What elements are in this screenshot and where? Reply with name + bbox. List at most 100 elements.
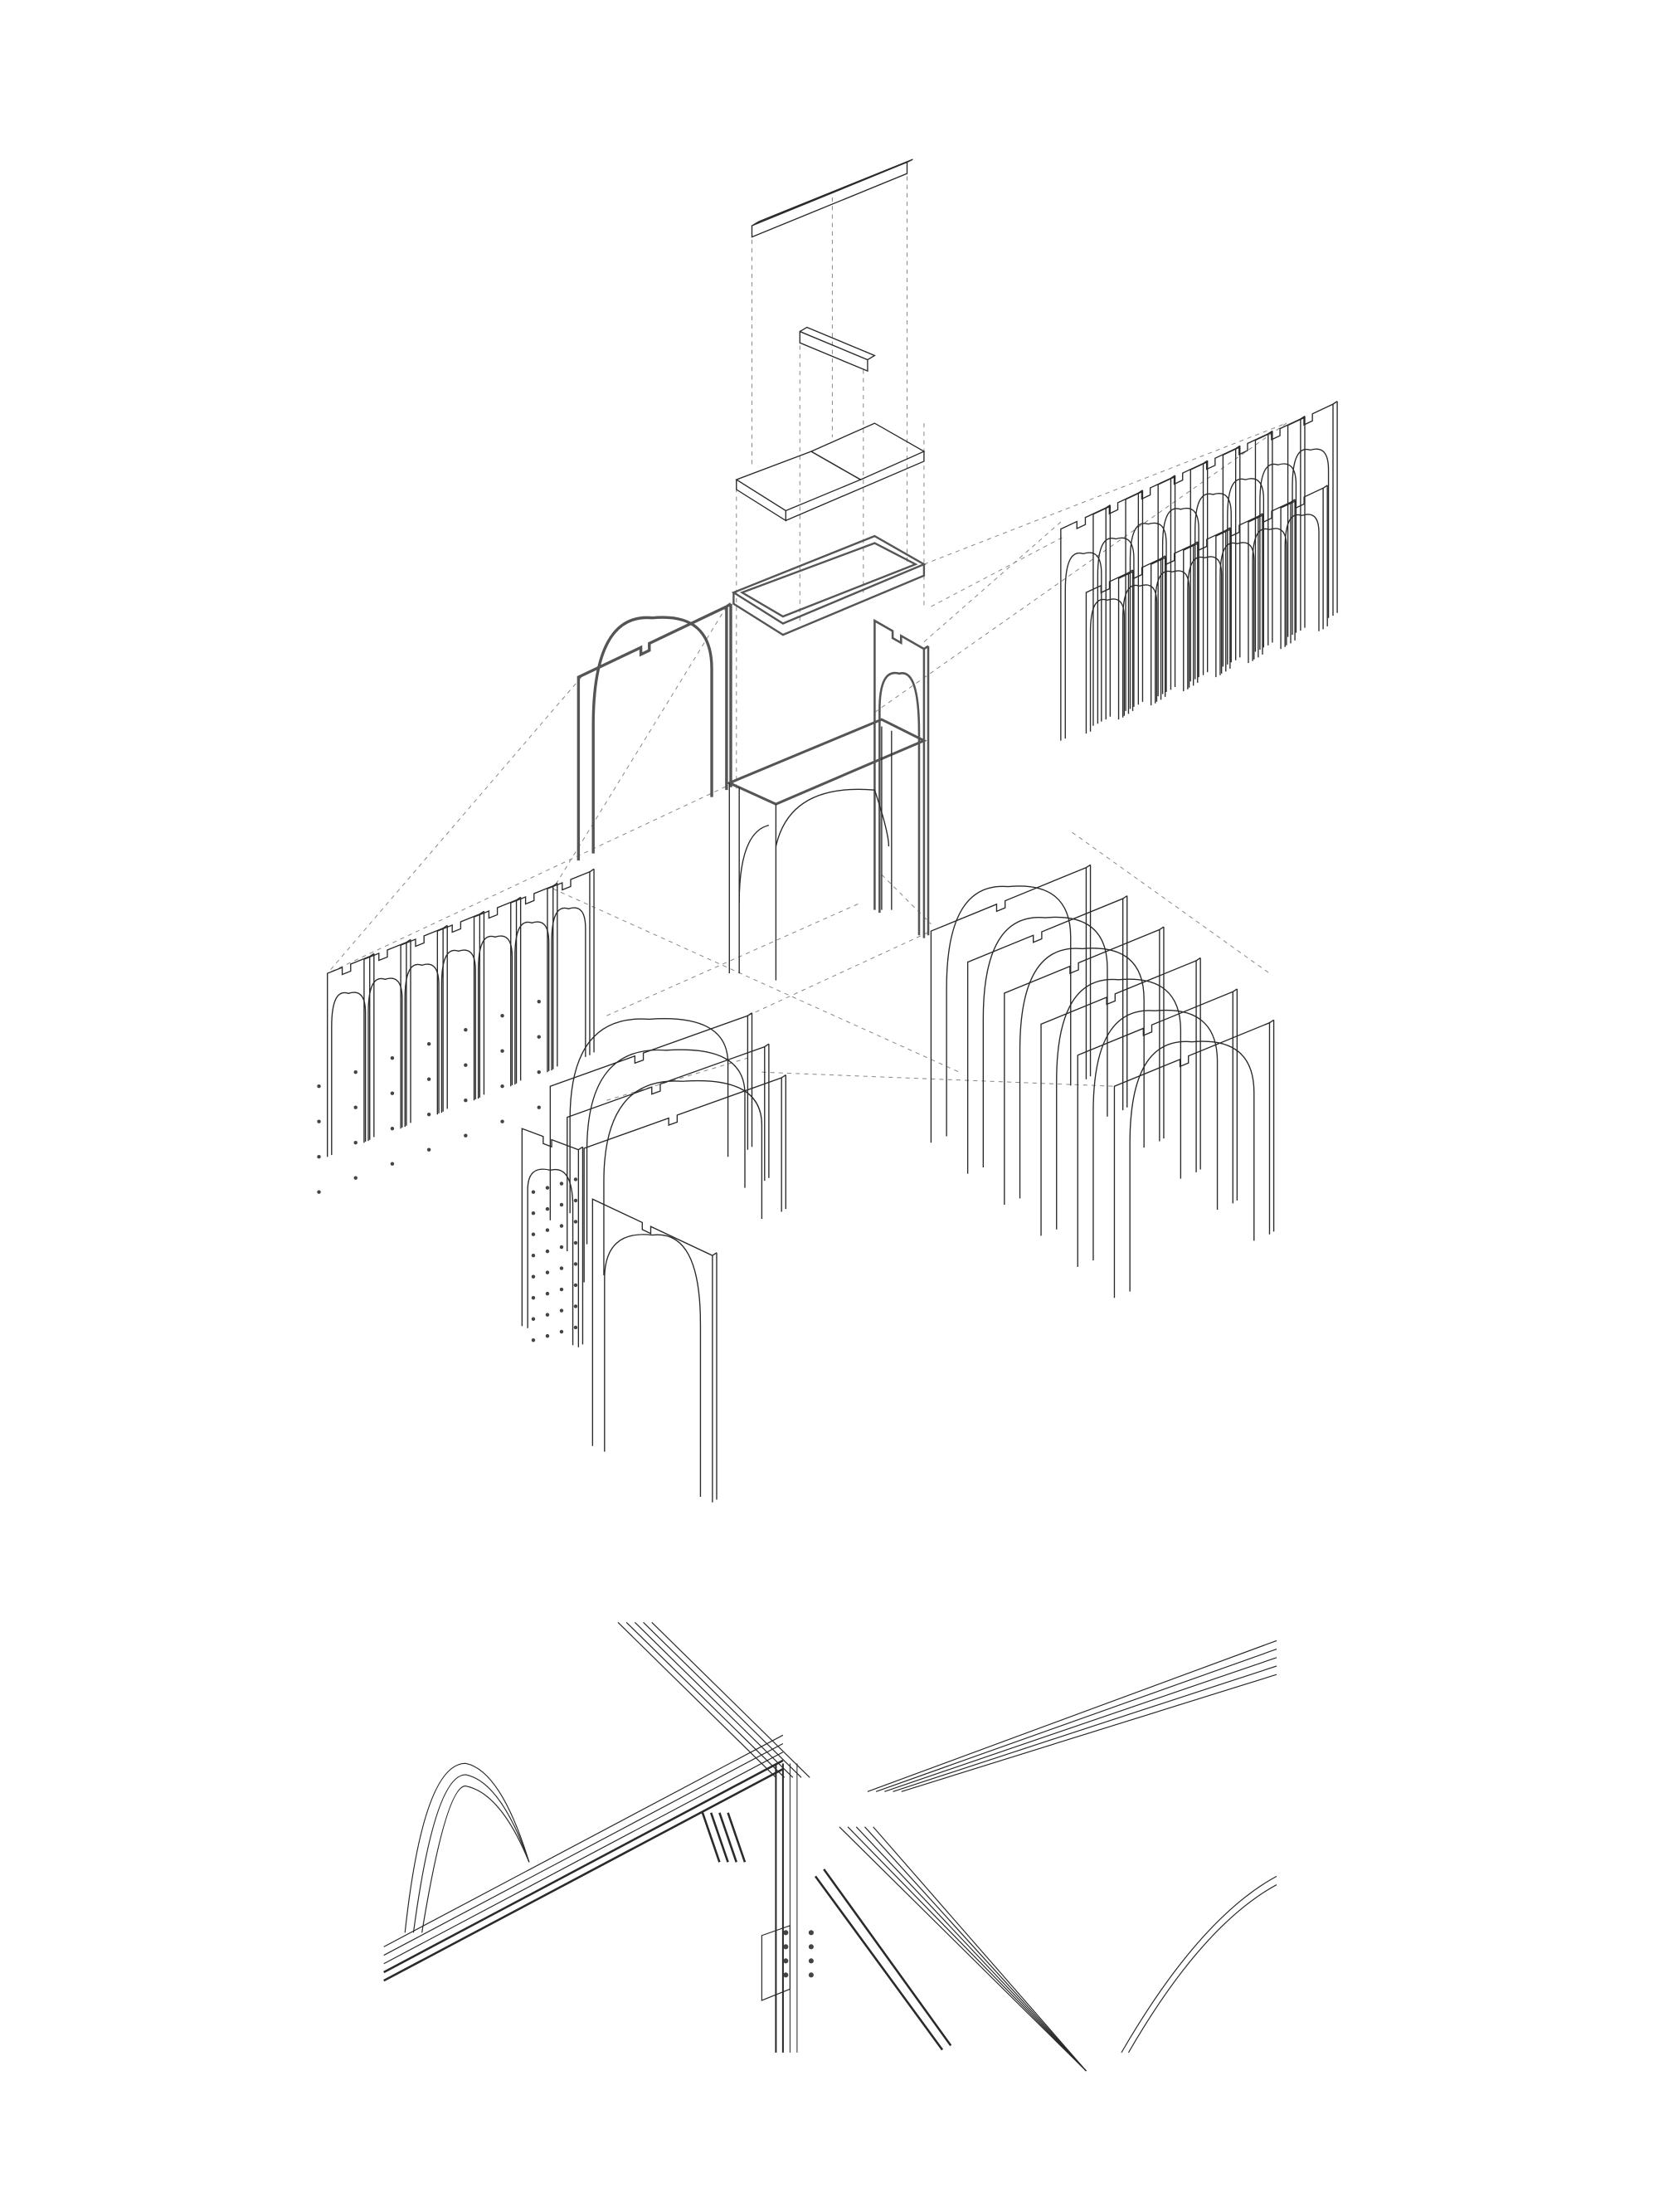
panel-outline <box>327 955 371 1157</box>
panel-edge <box>1128 569 1133 573</box>
panel-outline <box>549 1015 749 1220</box>
arch-opening <box>1227 478 1265 665</box>
fastener-dot <box>573 1240 578 1245</box>
fastener-dot <box>559 1266 564 1270</box>
roof-plate-edge <box>736 451 925 522</box>
panel-edge <box>1290 499 1296 503</box>
panel-outline <box>1248 501 1292 664</box>
beam-line <box>634 1621 794 1778</box>
panel-edge <box>747 1012 752 1016</box>
bolt <box>701 1812 721 1863</box>
arch-panel <box>363 938 411 1143</box>
bolt-hole <box>783 1944 789 1950</box>
fastener-dot <box>317 1154 321 1159</box>
fastener-dot <box>559 1287 564 1292</box>
arch-opening <box>946 885 1072 1137</box>
arch-curve <box>1121 1875 1277 2054</box>
panel-edge <box>1086 864 1091 869</box>
fastener-dot <box>531 1211 536 1216</box>
arch-opening <box>551 907 586 1071</box>
bolt-hole <box>783 1972 789 1978</box>
arch-panel <box>1077 988 1238 1267</box>
fastener-dot <box>545 1333 550 1338</box>
beam-line <box>383 1759 784 1974</box>
fastener-dot <box>390 1091 395 1095</box>
beam-line <box>643 1621 802 1778</box>
dashed-guide-line <box>923 422 1287 565</box>
beam-line <box>847 1826 1087 2072</box>
arch-panel <box>327 953 375 1157</box>
panel-outline <box>1215 515 1259 678</box>
fastener-dot <box>573 1325 578 1330</box>
beam-line <box>823 1869 952 2047</box>
panel-edge <box>577 1146 583 1151</box>
arch-opening <box>527 1168 574 1346</box>
panel-outline <box>1077 991 1233 1267</box>
panel-edge <box>369 953 375 957</box>
arch-opening <box>591 616 713 854</box>
fastener-dot <box>531 1296 536 1300</box>
fastener-dot <box>464 1098 468 1103</box>
arch-curve <box>404 1762 530 1933</box>
arch-opening <box>1064 552 1102 739</box>
fastener-dot <box>573 1283 578 1288</box>
fastener-dot <box>545 1270 550 1274</box>
panel-outline <box>1150 543 1194 706</box>
panel-outline <box>591 1198 713 1503</box>
fastener-dot <box>531 1338 536 1342</box>
panel-outline <box>510 884 554 1087</box>
arch-opening <box>1259 463 1297 650</box>
bolt-hole <box>808 1944 814 1950</box>
panel-edge <box>1258 513 1263 517</box>
bolt-hole <box>783 1958 789 1964</box>
fastener-dot <box>545 1206 550 1211</box>
panel-outline <box>1287 403 1334 637</box>
arch-opening <box>1129 522 1167 709</box>
panel-edge <box>764 1043 770 1048</box>
fastener-dot <box>537 1105 541 1109</box>
dashed-guide-line <box>761 1071 1115 1087</box>
panel-edge <box>406 938 411 943</box>
beam-line <box>875 1649 1277 1792</box>
dashed-guide-line <box>747 930 932 1016</box>
arch-opening <box>1194 493 1232 680</box>
panel-edge <box>781 1074 786 1079</box>
fastener-dot <box>559 1329 564 1334</box>
panel-edge <box>1159 926 1165 931</box>
fastener-dot <box>559 1245 564 1250</box>
arch-opening <box>1097 537 1135 724</box>
fastener-dot <box>531 1190 536 1194</box>
beam-line <box>873 1826 1087 2072</box>
panel-outline <box>400 927 444 1129</box>
arch-opening <box>603 1079 763 1276</box>
arch-opening <box>1284 514 1320 647</box>
fastener-dot <box>500 1013 504 1018</box>
ceiling-tray <box>731 534 927 636</box>
fastener-dot <box>500 1119 504 1123</box>
arch-panel <box>583 1074 786 1283</box>
fastener-dot <box>537 1035 541 1039</box>
beam-line <box>839 1826 1087 2072</box>
fastener-dot <box>317 1084 321 1089</box>
panel-outline <box>873 618 926 938</box>
panel-edge <box>1122 895 1128 899</box>
fastener-dot <box>464 1063 468 1067</box>
roof-plate <box>810 422 926 480</box>
fastener-dot <box>390 1126 395 1131</box>
arch-opening <box>514 921 550 1085</box>
arch-panel-group-front-left <box>521 1012 786 1503</box>
panel-outline <box>363 941 407 1143</box>
arch-panel <box>1004 926 1165 1206</box>
bolt-hole <box>808 1972 814 1978</box>
panel-edge <box>1195 957 1201 962</box>
arch-opening <box>367 977 403 1142</box>
arch-panel <box>1215 513 1263 678</box>
beam-line <box>814 1875 944 2051</box>
beam-line <box>901 1674 1277 1792</box>
fastener-dot <box>545 1186 550 1190</box>
arch-curve <box>421 1785 530 1933</box>
fastener-dot <box>545 1313 550 1317</box>
dashed-guide-line <box>881 874 932 925</box>
arch-panel <box>400 924 448 1129</box>
